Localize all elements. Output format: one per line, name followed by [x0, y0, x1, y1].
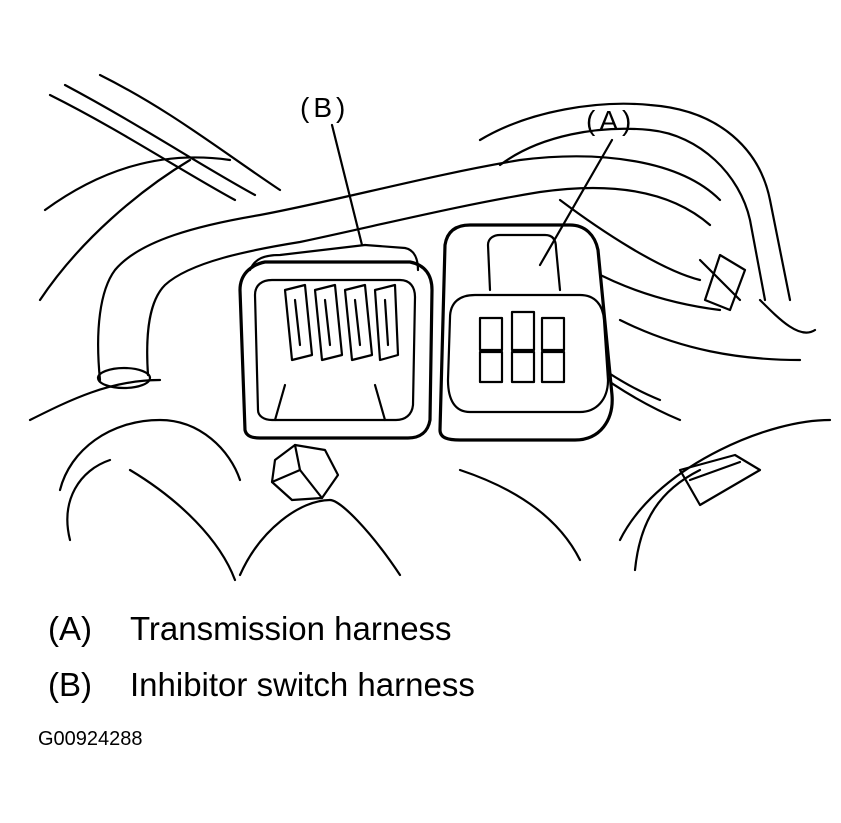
legend-entry-b: (B) Inhibitor switch harness: [48, 666, 475, 704]
inhibitor-switch-connector: [238, 243, 434, 440]
leader-line-b: [330, 123, 364, 247]
harness-tube: [96, 155, 747, 390]
callout-label-b: (B): [300, 92, 350, 123]
bolt: [270, 443, 340, 502]
legend-key: (A): [48, 610, 92, 647]
connector-illustration: [28, 73, 832, 582]
legend-entry-a: (A) Transmission harness: [48, 610, 452, 648]
leader-line-a: [538, 138, 614, 267]
callout-label-a: (A): [586, 105, 636, 136]
legend-text: Transmission harness: [130, 610, 452, 647]
transmission-connector: [438, 223, 614, 442]
legend-text: Inhibitor switch harness: [130, 666, 475, 703]
figure-id: G00924288: [38, 728, 143, 750]
legend-key: (B): [48, 666, 92, 703]
